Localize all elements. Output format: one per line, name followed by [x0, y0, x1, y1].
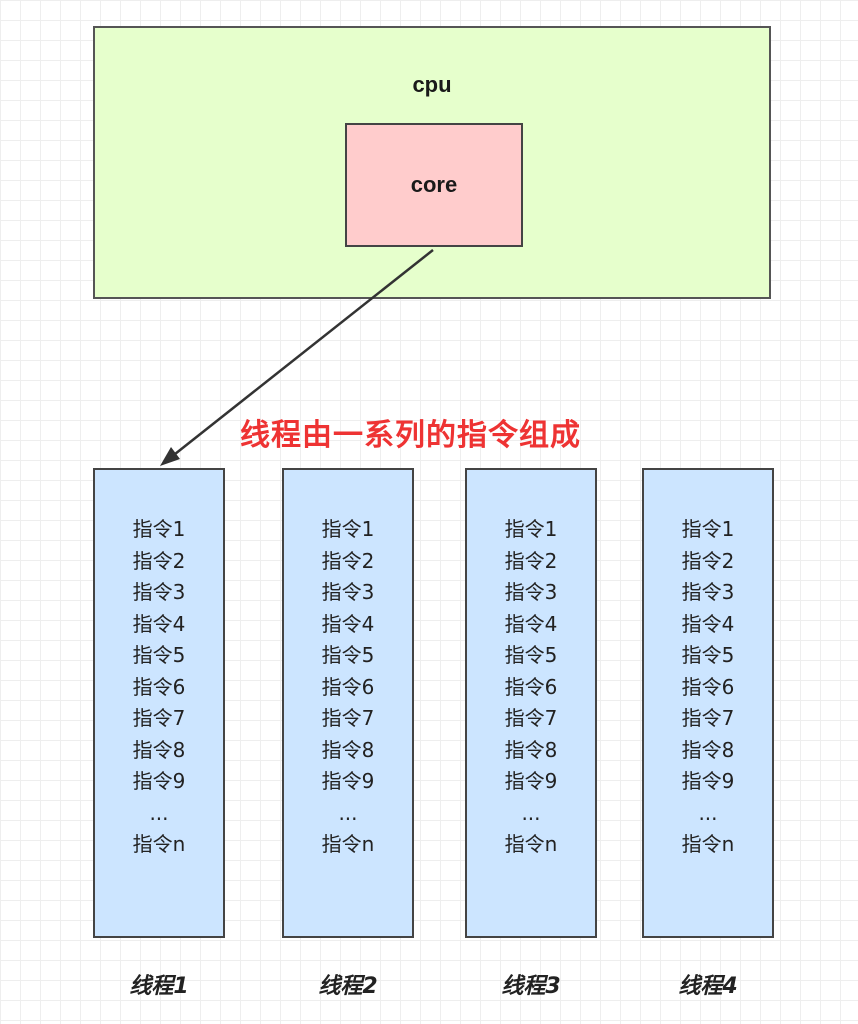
instruction-item: 指令8 — [681, 737, 735, 762]
instruction-item: 指令7 — [132, 706, 186, 730]
instruction-item: ... — [149, 800, 169, 825]
arrow-head-icon — [160, 447, 180, 466]
instruction-item: 指令6 — [132, 674, 186, 699]
instruction-item: 指令n — [504, 832, 558, 856]
thread-column-4: 指令1 指令2 指令3 指令4 指令5 指令6 指令7 指令8 指令9 ... … — [642, 468, 774, 938]
instruction-item: ... — [338, 800, 358, 825]
instruction-item: 指令1 — [681, 517, 735, 541]
instruction-item: 指令3 — [504, 580, 558, 604]
cpu-label: cpu — [412, 72, 452, 97]
instruction-item: 指令4 — [321, 611, 375, 636]
instruction-item: 指令6 — [681, 674, 735, 699]
instruction-item: 指令5 — [321, 643, 375, 667]
instruction-item: 指令2 — [132, 548, 186, 573]
instruction-list: 指令1 指令2 指令3 指令4 指令5 指令6 指令7 指令8 指令9 ... … — [644, 514, 772, 861]
instruction-item: 指令5 — [132, 643, 186, 667]
instruction-item: ... — [521, 800, 541, 825]
instruction-list: 指令1 指令2 指令3 指令4 指令5 指令6 指令7 指令8 指令9 ... … — [95, 514, 223, 861]
core-box: core — [345, 123, 523, 247]
instruction-item: 指令2 — [681, 548, 735, 573]
instruction-item: 指令3 — [321, 580, 375, 604]
instruction-item: 指令4 — [132, 611, 186, 636]
thread-column-3: 指令1 指令2 指令3 指令4 指令5 指令6 指令7 指令8 指令9 ... … — [465, 468, 597, 938]
instruction-item: 指令2 — [504, 548, 558, 573]
instruction-item: 指令1 — [321, 517, 375, 541]
instruction-list: 指令1 指令2 指令3 指令4 指令5 指令6 指令7 指令8 指令9 ... … — [467, 514, 595, 861]
instruction-item: ... — [698, 800, 718, 825]
instruction-item: 指令8 — [321, 737, 375, 762]
instruction-item: 指令7 — [321, 706, 375, 730]
instruction-item: 指令4 — [504, 611, 558, 636]
instruction-item: 指令6 — [504, 674, 558, 699]
instruction-item: 指令1 — [504, 517, 558, 541]
instruction-list: 指令1 指令2 指令3 指令4 指令5 指令6 指令7 指令8 指令9 ... … — [284, 514, 412, 861]
instruction-item: 指令n — [681, 832, 735, 856]
instruction-item: 指令4 — [681, 611, 735, 636]
instruction-item: 指令6 — [321, 674, 375, 699]
instruction-item: 指令8 — [132, 737, 186, 762]
thread-label-4: 线程4 — [678, 974, 738, 999]
instruction-item: 指令9 — [321, 769, 375, 793]
instruction-item: 指令5 — [681, 643, 735, 667]
instruction-item: 指令2 — [321, 548, 375, 573]
instruction-item: 指令1 — [132, 517, 186, 541]
core-label: core — [410, 172, 458, 197]
instruction-item: 指令5 — [504, 643, 558, 667]
instruction-item: 指令9 — [681, 769, 735, 793]
thread-column-1: 指令1 指令2 指令3 指令4 指令5 指令6 指令7 指令8 指令9 ... … — [93, 468, 225, 938]
instruction-item: 指令9 — [504, 769, 558, 793]
thread-column-2: 指令1 指令2 指令3 指令4 指令5 指令6 指令7 指令8 指令9 ... … — [282, 468, 414, 938]
thread-label-3: 线程3 — [501, 974, 561, 999]
instruction-item: 指令7 — [681, 706, 735, 730]
instruction-item: 指令9 — [132, 769, 186, 793]
instruction-item: 指令n — [321, 832, 375, 856]
thread-label-1: 线程1 — [129, 974, 189, 999]
instruction-item: 指令3 — [681, 580, 735, 604]
instruction-item: 指令7 — [504, 706, 558, 730]
caption-text: 线程由一系列的指令组成 — [240, 418, 581, 453]
instruction-item: 指令3 — [132, 580, 186, 604]
thread-label-2: 线程2 — [318, 974, 378, 999]
instruction-item: 指令8 — [504, 737, 558, 762]
instruction-item: 指令n — [132, 832, 186, 856]
